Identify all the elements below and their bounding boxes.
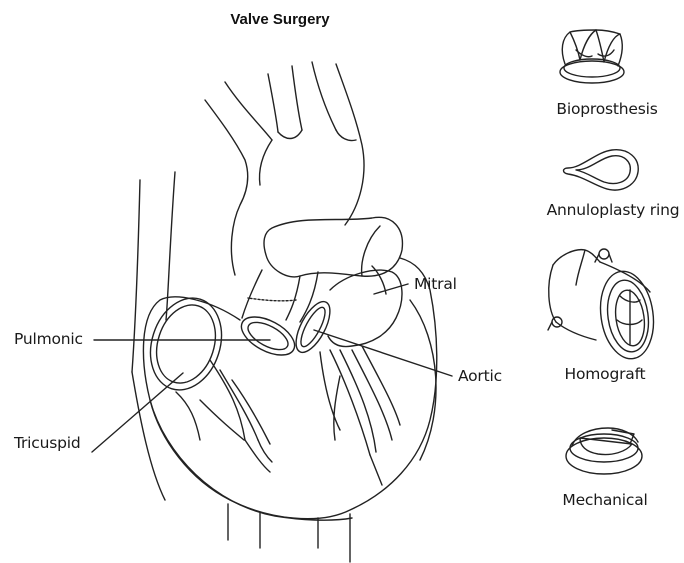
mechanical-valve-icon xyxy=(566,428,642,474)
mechanical-label: Mechanical xyxy=(557,491,653,509)
annuloplasty-ring-icon xyxy=(564,150,639,190)
homograft-icon xyxy=(548,249,659,362)
annuloplasty-ring-label: Annuloplasty ring xyxy=(542,201,684,219)
bioprosthesis-label: Bioprosthesis xyxy=(545,100,669,118)
homograft-label: Homograft xyxy=(560,365,650,383)
bioprosthesis-icon xyxy=(560,30,624,83)
